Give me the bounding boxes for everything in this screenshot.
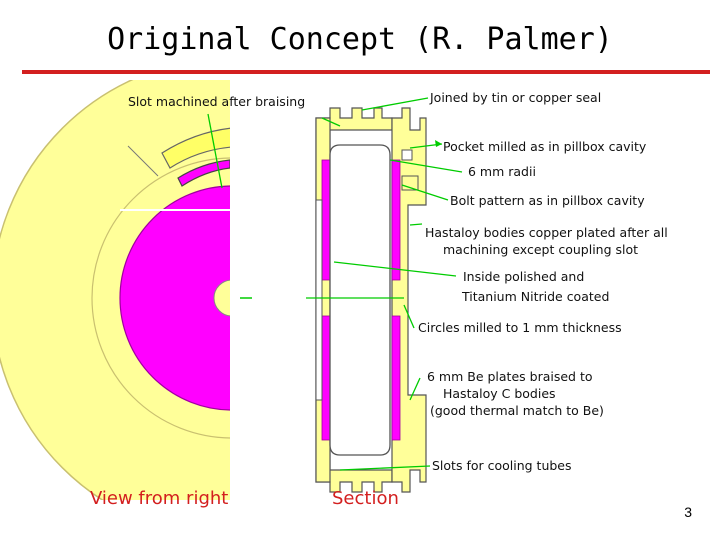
- slide-title: Original Concept (R. Palmer): [107, 22, 613, 57]
- label-be-line1: 6 mm Be plates braised to: [427, 369, 593, 384]
- leader-lines: [207, 97, 463, 471]
- label-inside-line1: Inside polished and: [463, 269, 585, 284]
- caption-section: Section: [332, 488, 399, 509]
- label-inside-line2: Titanium Nitride coated: [462, 289, 610, 304]
- label-cooling-slots: Slots for cooling tubes: [432, 458, 572, 473]
- section-drawing: [315, 107, 427, 493]
- caption-view-from-right: View from right: [90, 488, 229, 509]
- label-slot-machined: Slot machined after braising: [128, 94, 306, 109]
- label-hastaloy-line2: machining except coupling slot: [443, 242, 639, 257]
- view-from-right-drawing: [0, 80, 230, 500]
- label-be-line2: Hastaloy C bodies: [443, 386, 556, 401]
- title-rule: [22, 70, 710, 74]
- label-hastaloy-line1: Hastaloy bodies copper plated after all: [425, 225, 668, 240]
- label-pocket-milled: Pocket milled as in pillbox cavity: [443, 139, 647, 154]
- label-be-line3: (good thermal match to Be): [430, 403, 604, 418]
- page-number: 3: [684, 504, 692, 520]
- label-bolt-pattern: Bolt pattern as in pillbox cavity: [450, 193, 645, 208]
- label-radii: 6 mm radii: [468, 164, 536, 179]
- label-circles-milled: Circles milled to 1 mm thickness: [418, 320, 622, 335]
- label-joined-seal: Joined by tin or copper seal: [430, 90, 602, 105]
- bolt-arrow: [435, 140, 442, 147]
